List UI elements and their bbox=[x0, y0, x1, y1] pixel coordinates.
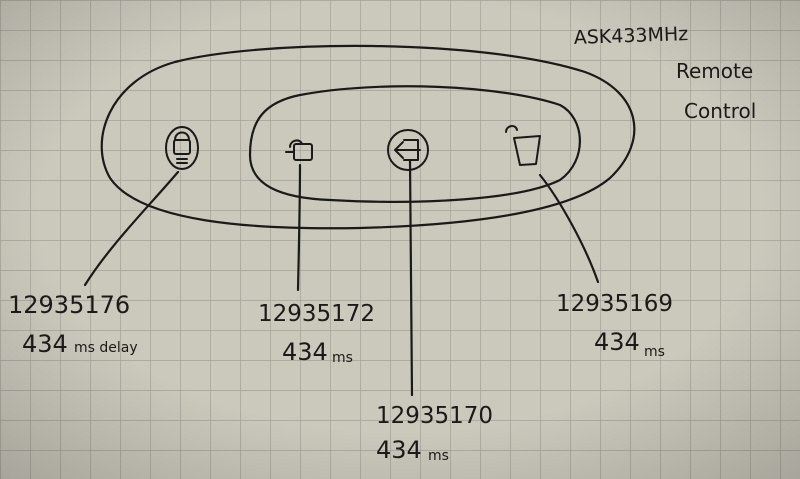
button-panel-outline bbox=[248, 85, 581, 203]
timing-value-3: 434 bbox=[376, 436, 422, 464]
timing-suffix-3: ms bbox=[428, 448, 449, 464]
leader-line-3 bbox=[408, 158, 414, 397]
arrow-icon bbox=[387, 129, 429, 171]
timing-value-1: 434 bbox=[22, 330, 68, 358]
padlock-icon bbox=[165, 126, 199, 170]
unlock-icon bbox=[285, 139, 313, 161]
leader-line-1 bbox=[83, 170, 180, 287]
leader-line-4 bbox=[538, 173, 600, 284]
timing-value-2: 434 bbox=[282, 338, 328, 366]
code-label-3: 12935170 bbox=[376, 403, 493, 429]
timing-suffix-2: ms bbox=[332, 350, 353, 366]
timing-suffix-4: ms bbox=[644, 344, 665, 360]
code-label-4: 12935169 bbox=[556, 291, 673, 317]
remote-outline bbox=[100, 44, 636, 230]
leader-line-2 bbox=[296, 163, 302, 292]
title-line-1: ASK433MHz bbox=[573, 23, 688, 49]
timing-value-4: 434 bbox=[594, 328, 640, 356]
trunk-icon bbox=[505, 125, 541, 166]
code-label-1: 12935176 bbox=[8, 291, 130, 319]
title-line-3: Control bbox=[684, 99, 756, 123]
timing-suffix-1: ms delay bbox=[74, 340, 138, 356]
code-label-2: 12935172 bbox=[258, 301, 375, 327]
title-line-2: Remote bbox=[676, 59, 753, 83]
